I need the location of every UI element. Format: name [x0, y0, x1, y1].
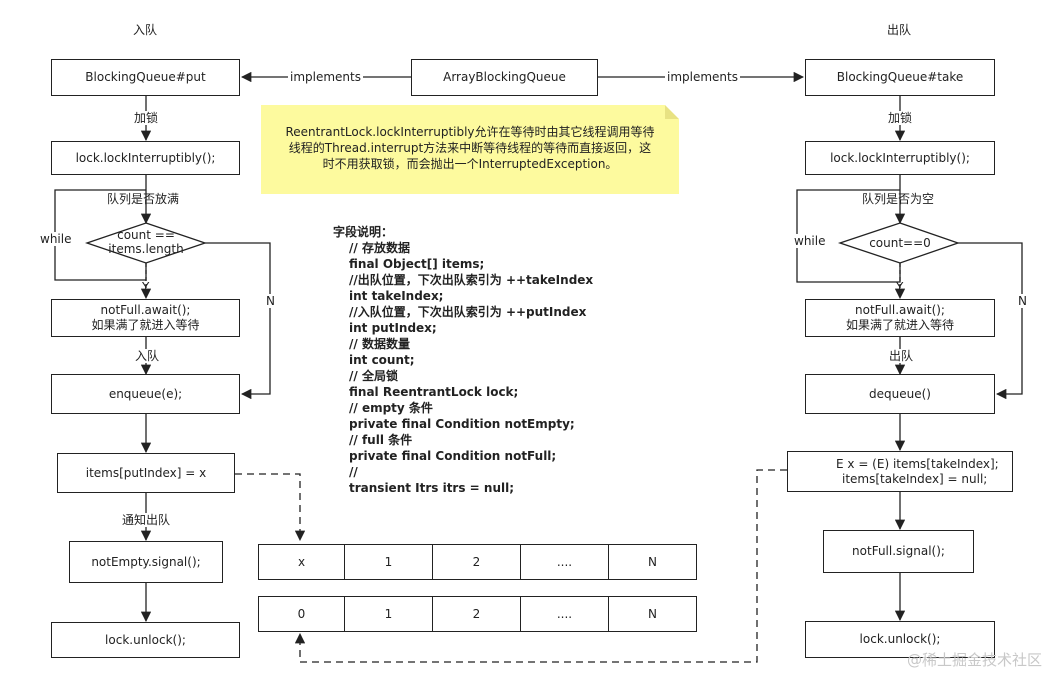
- take-lock-label: 加锁: [886, 111, 915, 125]
- take-dequeue-label: 出队: [887, 349, 916, 363]
- dequeue-header: 出队: [887, 23, 912, 37]
- put-condition-diamond: [84, 222, 208, 264]
- array-take-cell: ....: [520, 596, 609, 632]
- note-fold-corner: [665, 105, 679, 119]
- enqueue-text: enqueue(e);: [108, 386, 183, 401]
- field-line: // 全局锁: [349, 369, 398, 383]
- take-yes-label: Y: [896, 280, 904, 294]
- take-await-line-1: notFull.await();: [855, 303, 945, 317]
- extract-line-2: items[takeIndex] = null;: [842, 471, 988, 486]
- put-check-label: 队列是否放满: [107, 192, 180, 206]
- blocking-queue-put-text: BlockingQueue#put: [85, 70, 206, 84]
- put-no-label: N: [264, 294, 277, 308]
- take-lock-box: lock.lockInterruptibly();: [805, 141, 995, 175]
- array-take-cell: 1: [344, 596, 433, 632]
- extract-to-array-dashed: [294, 469, 787, 663]
- put-lock-box: lock.lockInterruptibly();: [51, 141, 240, 175]
- array-take-cell: N: [608, 596, 697, 632]
- interrupt-note: ReentrantLock.lockInterruptibly允许在等待时由其它…: [261, 105, 679, 194]
- put-condition-text: count == items.length: [107, 228, 185, 256]
- blocking-queue-take-text: BlockingQueue#take: [836, 70, 964, 84]
- extract-line-1: E x = (E) items[takeIndex];: [836, 456, 999, 471]
- take-condition-text: count==0: [869, 236, 931, 250]
- put-condition-line-1: count ==: [117, 228, 175, 242]
- field-line: // empty 条件: [349, 401, 433, 415]
- not-empty-signal-text: notEmpty.signal();: [91, 554, 201, 569]
- put-unlock-box: lock.unlock();: [51, 622, 240, 658]
- field-line: //出队位置，下次出队索引为 ++takeIndex: [349, 273, 594, 287]
- array-blocking-queue-text: ArrayBlockingQueue: [443, 70, 566, 84]
- array-put-cell: N: [608, 544, 697, 580]
- put-enqueue-label: 入队: [133, 349, 162, 363]
- take-unlock-text: lock.unlock();: [859, 632, 941, 646]
- field-line: int count;: [349, 353, 415, 367]
- take-unlock-box: lock.unlock();: [805, 621, 995, 658]
- field-line: final Object[] items;: [349, 257, 485, 271]
- note-line-2: 线程的Thread.interrupt方法来中断等待线程的等待而直接返回，这: [288, 141, 652, 155]
- array-take-cell: 0: [258, 596, 345, 632]
- field-line: int takeIndex;: [349, 289, 444, 303]
- array-put-cell: ....: [520, 544, 609, 580]
- array-take-cell: 2: [432, 596, 521, 632]
- blocking-queue-take-box: BlockingQueue#take: [805, 59, 995, 96]
- note-line-1: ReentrantLock.lockInterruptibly允许在等待时由其它…: [285, 125, 655, 139]
- put-no-branch: [205, 242, 271, 400]
- take-await-line-2: 如果满了就进入等待: [845, 318, 954, 332]
- put-while-loop: [54, 189, 147, 281]
- field-line: // 存放数据: [349, 241, 410, 255]
- blocking-queue-put-box: BlockingQueue#put: [51, 59, 240, 96]
- take-check-label: 队列是否为空: [862, 192, 935, 206]
- assign-to-array-dashed: [235, 473, 306, 542]
- field-line: // full 条件: [349, 433, 413, 447]
- implements-right-label: implements: [665, 70, 740, 84]
- put-await-line-2: 如果满了就进入等待: [91, 318, 200, 332]
- watermark: @稀土掘金技术社区: [906, 651, 1042, 669]
- put-yes-label: Y: [142, 280, 150, 294]
- field-line: //入队位置，下次出队索引为 ++putIndex: [349, 305, 587, 319]
- implements-left-label: implements: [288, 70, 363, 84]
- take-condition-diamond: [837, 222, 960, 264]
- take-while-label: while: [792, 234, 828, 248]
- array-put-cell: 1: [344, 544, 433, 580]
- array-put-cell: x: [258, 544, 345, 580]
- not-full-signal-box: notFull.signal();: [823, 530, 974, 573]
- array-blocking-queue-box: ArrayBlockingQueue: [411, 59, 598, 96]
- fields-title: 字段说明：: [333, 225, 394, 239]
- put-await-line-1: notFull.await();: [100, 303, 191, 317]
- dequeue-text: dequeue(): [869, 386, 931, 401]
- put-await-box: notFull.await(); 如果满了就进入等待: [51, 299, 240, 337]
- field-line: final ReentrantLock lock;: [349, 385, 519, 399]
- notify-dequeue-label: 通知出队: [120, 513, 173, 527]
- enqueue-header: 入队: [133, 23, 158, 37]
- field-line: int putIndex;: [349, 321, 437, 335]
- take-no-branch: [958, 242, 1023, 400]
- take-while-loop: [796, 189, 901, 283]
- put-while-label: while: [38, 232, 74, 246]
- field-line: transient Itrs itrs = null;: [349, 481, 515, 495]
- assign-box: items[putIndex] = x: [57, 453, 235, 493]
- field-line: // 数据数量: [349, 337, 410, 351]
- dequeue-box: dequeue(): [805, 374, 995, 414]
- array-put-cell: 2: [432, 544, 521, 580]
- field-line: //: [349, 465, 358, 479]
- field-line: private final Condition notFull;: [349, 449, 557, 463]
- put-unlock-text: lock.unlock();: [105, 632, 186, 647]
- field-line: private final Condition notEmpty;: [349, 417, 575, 431]
- take-lock-text: lock.lockInterruptibly();: [830, 150, 970, 165]
- take-no-label: N: [1016, 294, 1029, 308]
- put-lock-label: 加锁: [132, 111, 161, 125]
- assign-text: items[putIndex] = x: [85, 465, 207, 480]
- not-empty-signal-box: notEmpty.signal();: [69, 541, 223, 583]
- note-line-3: 时不用获取锁，而会抛出一个InterruptedException。: [322, 157, 618, 171]
- put-condition-line-2: items.length: [108, 242, 184, 256]
- field-description: 字段说明： // 存放数据 final Object[] items; //出队…: [333, 224, 593, 496]
- enqueue-box: enqueue(e);: [51, 374, 240, 414]
- put-lock-text: lock.lockInterruptibly();: [75, 150, 216, 165]
- extract-box: E x = (E) items[takeIndex]; items[takeIn…: [787, 451, 1013, 492]
- fields-body: // 存放数据 final Object[] items; //出队位置，下次出…: [333, 240, 593, 496]
- take-await-box: notFull.await(); 如果满了就进入等待: [805, 299, 995, 337]
- not-full-signal-text: notFull.signal();: [852, 544, 945, 558]
